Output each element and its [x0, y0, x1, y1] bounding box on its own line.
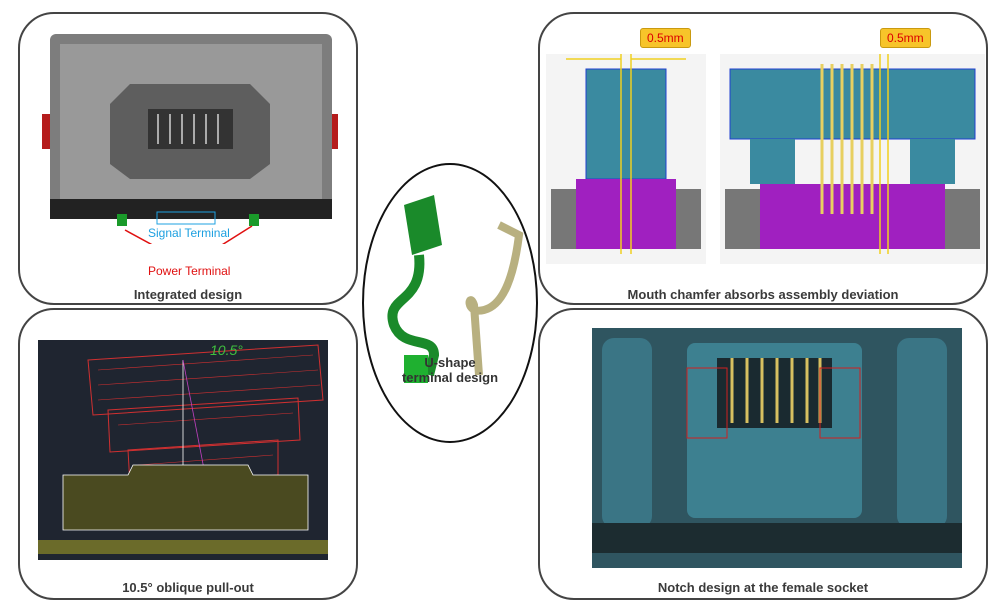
panel-integrated-design: Signal Terminal Power Terminal Integrate… [18, 12, 358, 305]
power-terminal-label: Power Terminal [148, 264, 231, 278]
cross-section-left [546, 54, 706, 264]
caption-oblique-pullout: 10.5° oblique pull-out [122, 580, 254, 595]
caption-mouth-chamfer: Mouth chamfer absorbs assembly deviation [627, 287, 899, 302]
u-shape-caption-line1: U-shape [424, 355, 476, 370]
u-shape-caption-line2: terminal design [401, 370, 499, 385]
panel-u-shape-terminal: U-shape terminal design [362, 163, 538, 443]
panel-oblique-pullout: 10.5° 10.5° oblique pull-out [18, 308, 358, 600]
connector-3d-render [42, 34, 338, 244]
u-shape-caption: U-shape terminal design [364, 355, 536, 385]
panel-mouth-chamfer: 0.5mm 0.5mm Mouth chamfer absorbs assemb… [538, 12, 988, 305]
dimension-badge-right: 0.5mm [880, 28, 931, 48]
u-shape-terminal-render [387, 195, 524, 383]
cad-pullout-drawing [38, 340, 328, 560]
dimension-badge-left: 0.5mm [640, 28, 691, 48]
female-socket-render [592, 328, 962, 568]
caption-integrated-design: Integrated design [133, 287, 243, 302]
caption-notch-design: Notch design at the female socket [657, 580, 869, 595]
angle-label: 10.5° [210, 342, 243, 358]
signal-terminal-label: Signal Terminal [148, 226, 230, 240]
panel-notch-design: Notch design at the female socket [538, 308, 988, 600]
cross-section-right [720, 54, 985, 264]
